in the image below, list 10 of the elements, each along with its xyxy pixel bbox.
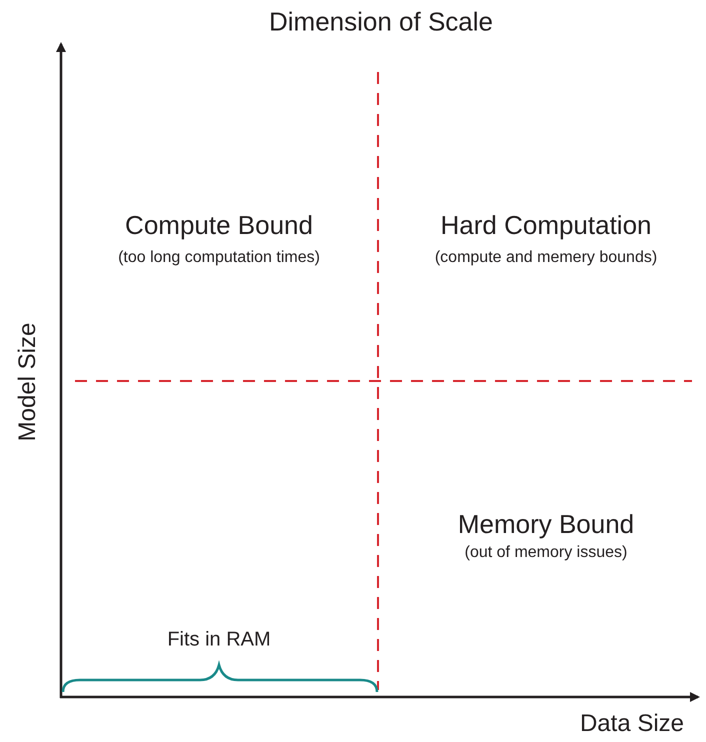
quadrant-subtitle: (compute and memery bounds) [434, 248, 658, 268]
axis-label: Data Size [580, 709, 684, 739]
quadrant-subtitle: (out of memory issues) [464, 543, 628, 563]
quadrant-title: Compute Bound [125, 208, 313, 242]
quadrant-title: Memory Bound [458, 508, 634, 540]
brace-label: Fits in RAM [167, 628, 271, 652]
quadrant-subtitle: (too long computation times) [118, 248, 320, 268]
axis-label: Model Size [13, 322, 42, 442]
diagram-title: Dimension of Scale [269, 6, 493, 38]
quadrant-title: Hard Computation [440, 208, 652, 242]
